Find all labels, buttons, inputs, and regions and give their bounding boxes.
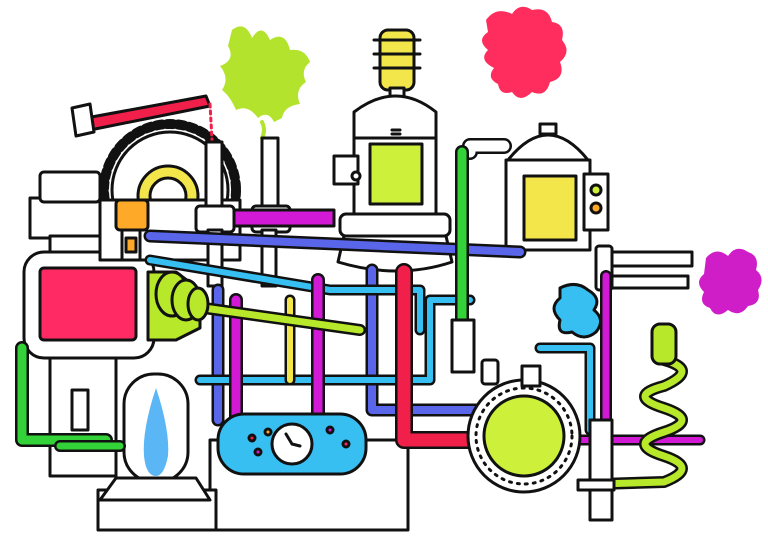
indicator-light xyxy=(249,435,255,441)
cyan-wave-block xyxy=(554,284,601,337)
candle-right xyxy=(262,138,278,212)
left-tank-window xyxy=(40,268,136,340)
pink-smoke-icon xyxy=(482,6,567,98)
central-collar xyxy=(340,214,450,236)
central-tank-window xyxy=(370,144,422,204)
left-tower-cap xyxy=(40,172,100,202)
right-tank-dome xyxy=(508,135,588,160)
green-smoke-icon xyxy=(220,26,310,122)
porthole xyxy=(468,380,580,492)
right-outlet-pipe xyxy=(600,252,692,266)
central-tank-dome xyxy=(354,96,436,140)
magenta-bar xyxy=(234,210,334,226)
green-helix-coupling xyxy=(148,272,208,340)
green-smoke-wisp xyxy=(262,122,264,138)
right-tank-window xyxy=(524,176,576,240)
candle-left xyxy=(206,142,222,212)
magenta-smoke-icon xyxy=(699,248,762,315)
lime-coil-cap xyxy=(652,324,676,364)
orange-valve xyxy=(116,200,148,230)
clock-icon xyxy=(272,424,312,464)
yellow-coil-icon xyxy=(374,30,420,98)
flame-icon xyxy=(143,388,169,476)
left-tank-slot xyxy=(72,390,88,430)
